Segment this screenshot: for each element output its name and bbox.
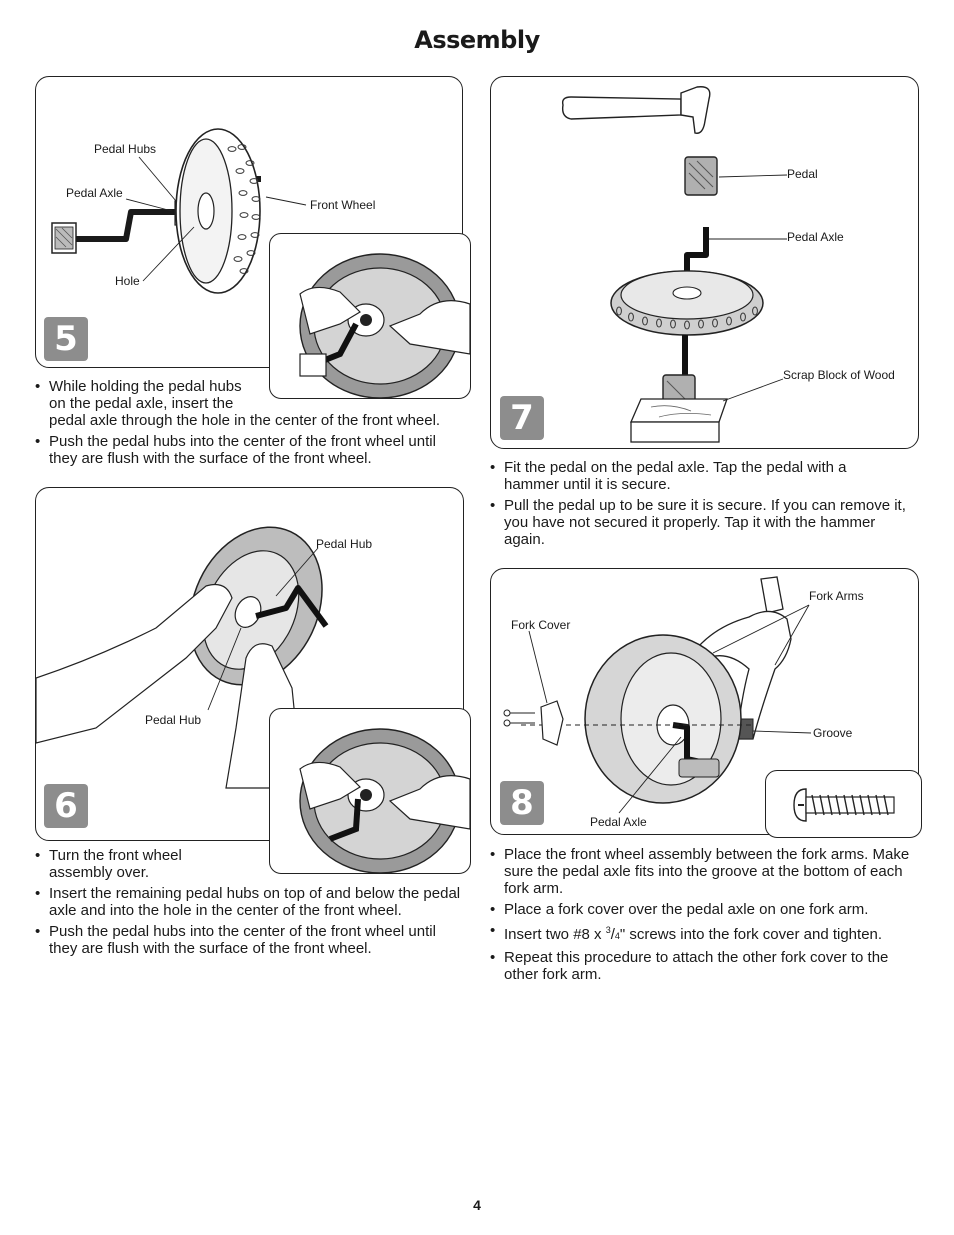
label-scrap-block: Scrap Block of Wood <box>783 368 895 382</box>
page-number: 4 <box>473 1197 481 1213</box>
step-5-illustration <box>51 128 307 294</box>
step-6-illustration <box>36 526 329 789</box>
pedal-icon <box>51 222 77 254</box>
screw-icon <box>503 709 535 727</box>
step-8-illustration <box>503 576 812 814</box>
label-front-wheel: Front Wheel <box>310 198 376 212</box>
hands-wheel-illustration <box>299 253 470 398</box>
step-7-illustration <box>561 86 788 443</box>
step-7-panel: Pedal Pedal Axle Scrap Block of Wood 7 <box>490 76 919 449</box>
list-item: Push the pedal hubs into the center of t… <box>35 433 465 467</box>
list-item: Pull the pedal up to be sure it is secur… <box>490 497 920 548</box>
list-item: Fit the pedal on the pedal axle. Tap the… <box>490 459 920 493</box>
label-pedal-hub-bottom: Pedal Hub <box>145 713 202 727</box>
list-item: Insert two #8 x 3/4" screws into the for… <box>490 922 920 945</box>
hammer-icon <box>561 86 711 134</box>
label-pedal-hubs: Pedal Hubs <box>94 142 157 156</box>
instruction-text: While holding the pedal hubs on the peda… <box>49 378 242 412</box>
step-6-inset <box>269 708 471 874</box>
instruction-text: Fit the pedal on the pedal axle. Tap the… <box>504 459 847 493</box>
list-item: Turn the front wheel assembly over. <box>35 847 465 881</box>
label-fork-cover: Fork Cover <box>511 618 571 632</box>
step-8-instructions: Place the front wheel assembly between t… <box>490 846 920 987</box>
fraction-denominator: 4 <box>614 931 620 941</box>
step-5-inset <box>269 233 471 399</box>
instruction-text: Insert two #8 x <box>504 926 602 943</box>
instruction-text: pedal axle through the hole in the cente… <box>49 412 441 429</box>
list-item: Place the front wheel assembly between t… <box>490 846 920 897</box>
fraction-numerator: 3 <box>605 925 611 935</box>
screw-detail-illustration <box>793 788 895 822</box>
step-8-badge: 8 <box>500 781 544 825</box>
step-5-panel: Pedal Hubs Pedal Axle Front Wheel Hole 5 <box>35 76 463 368</box>
label-pedal-hub-top: Pedal Hub <box>316 537 373 551</box>
step-7-instructions: Fit the pedal on the pedal axle. Tap the… <box>490 459 920 552</box>
label-pedal-axle: Pedal Axle <box>787 230 844 244</box>
step-5-badge: 5 <box>44 317 88 361</box>
step-5-instructions: While holding the pedal hubs on the peda… <box>35 378 465 471</box>
fraction-slash: / <box>610 926 615 943</box>
page-title: Assembly <box>414 26 540 54</box>
pedal-icon <box>684 156 718 196</box>
step-6-badge: 6 <box>44 784 88 828</box>
label-pedal-axle: Pedal Axle <box>66 186 123 200</box>
list-item: Push the pedal hubs into the center of t… <box>35 923 465 957</box>
list-item: Place a fork cover over the pedal axle o… <box>490 901 920 918</box>
label-fork-arms: Fork Arms <box>809 589 864 603</box>
list-item: Repeat this procedure to attach the othe… <box>490 949 920 983</box>
step-7-badge: 7 <box>500 396 544 440</box>
label-pedal-axle: Pedal Axle <box>590 815 647 829</box>
hands-wheel-illustration <box>299 728 470 873</box>
label-groove: Groove <box>813 726 853 740</box>
list-item: Insert the remaining pedal hubs on top o… <box>35 885 465 919</box>
label-pedal: Pedal <box>787 167 818 181</box>
label-hole: Hole <box>115 274 140 288</box>
instruction-text: " screws into the fork cover and tighten… <box>619 926 883 943</box>
list-item: While holding the pedal hubs on the peda… <box>35 378 465 429</box>
instruction-text: Turn the front wheel assembly over. <box>49 847 182 881</box>
step-8-screw-inset <box>765 770 922 838</box>
step-6-instructions: Turn the front wheel assembly over. Inse… <box>35 847 465 961</box>
step-8-panel: Fork Arms Fork Cover Groove Pedal Axle 8 <box>490 568 919 835</box>
